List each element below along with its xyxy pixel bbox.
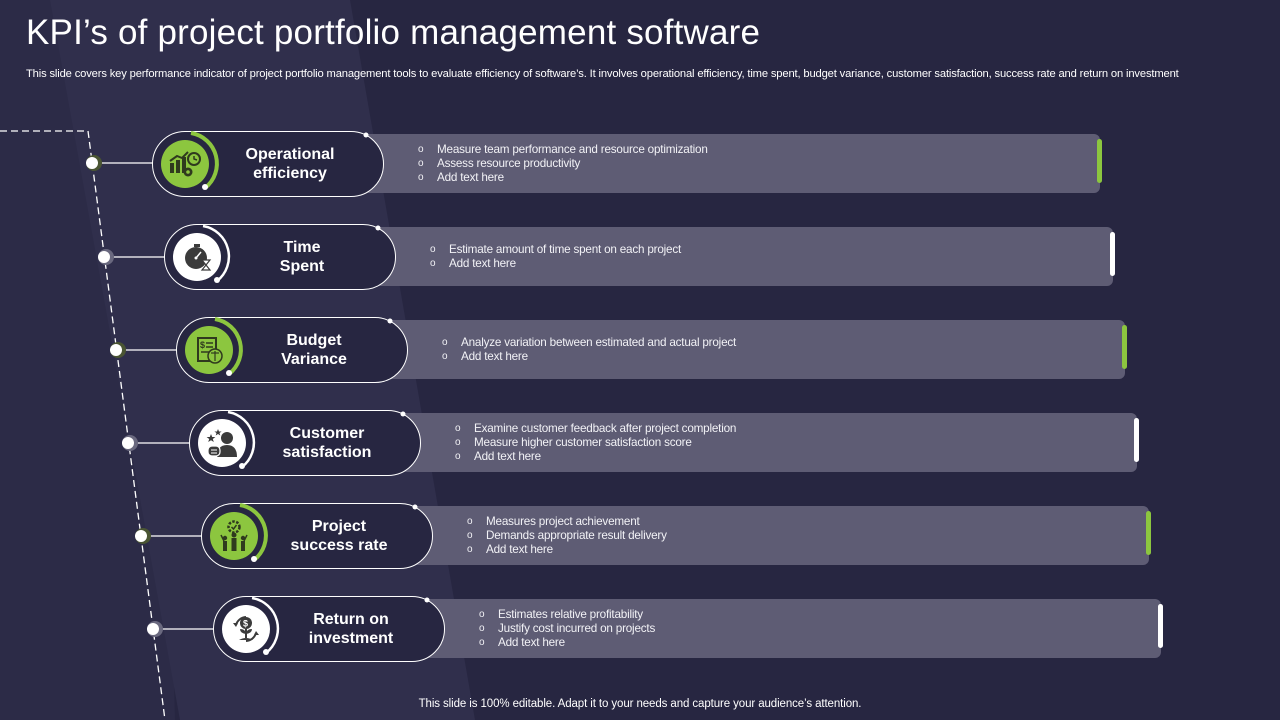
- kpi-row-operational-efficiency: Measure team performance and resource op…: [152, 131, 1102, 197]
- kpi-point: Add text here: [467, 543, 667, 557]
- page-subtitle: This slide covers key performance indica…: [26, 68, 1179, 80]
- accent-mark: [1122, 325, 1127, 369]
- footer-note: This slide is 100% editable. Adapt it to…: [418, 698, 862, 710]
- kpi-point: Measure higher customer satisfaction sco…: [455, 436, 736, 450]
- kpi-point: Estimate amount of time spent on each pr…: [430, 243, 681, 257]
- kpi-row-budget-variance: Analyze variation between estimated and …: [176, 317, 1128, 383]
- kpi-points: Measure team performance and resource op…: [418, 143, 708, 185]
- kpi-point: Examine customer feedback after project …: [455, 422, 736, 436]
- kpi-point: Estimates relative profitability: [479, 608, 655, 622]
- svg-text:$: $: [243, 619, 248, 629]
- kpi-point: Analyze variation between estimated and …: [442, 336, 736, 350]
- kpi-point: Assess resource productivity: [418, 157, 708, 171]
- kpi-label: Project success rate: [290, 518, 388, 554]
- kpi-row-return-on-investment: Estimates relative profitability Justify…: [213, 596, 1165, 662]
- kpi-label: Customer satisfaction: [282, 425, 372, 461]
- kpi-description-bar: Examine customer feedback after project …: [389, 413, 1137, 472]
- page-title: KPI’s of project portfolio management so…: [26, 13, 761, 52]
- customer-rating-icon: [198, 419, 246, 467]
- kpi-description-bar: Measure team performance and resource op…: [352, 134, 1100, 193]
- kpi-points: Measures project achievement Demands app…: [467, 515, 667, 557]
- kpi-description-bar: Estimates relative profitability Justify…: [413, 599, 1161, 658]
- kpi-description-bar: Analyze variation between estimated and …: [376, 320, 1125, 379]
- accent-mark: [1158, 604, 1163, 648]
- growth-chart-gear-clock-icon: [161, 140, 209, 188]
- kpi-label: Time Spent: [279, 239, 325, 275]
- accent-mark: [1146, 511, 1151, 555]
- kpi-label: Budget Variance: [281, 332, 347, 368]
- kpi-point: Add text here: [479, 636, 655, 650]
- kpi-point: Add text here: [418, 171, 708, 185]
- kpi-row-project-success-rate: Measures project achievement Demands app…: [201, 503, 1153, 569]
- kpi-label: Return on investment: [308, 611, 394, 647]
- accent-mark: [1110, 232, 1115, 276]
- kpi-point: Justify cost incurred on projects: [479, 622, 655, 636]
- kpi-points: Estimates relative profitability Justify…: [479, 608, 655, 650]
- accent-mark: [1134, 418, 1139, 462]
- kpi-points: Examine customer feedback after project …: [455, 422, 736, 464]
- kpi-points: Estimate amount of time spent on each pr…: [430, 243, 681, 271]
- kpi-points: Analyze variation between estimated and …: [442, 336, 736, 364]
- kpi-row-time-spent: Estimate amount of time spent on each pr…: [164, 224, 1116, 290]
- kpi-label: Operational efficiency: [245, 146, 335, 182]
- kpi-row-customer-satisfaction: Examine customer feedback after project …: [189, 410, 1141, 476]
- stopwatch-hourglass-icon: [173, 233, 221, 281]
- kpi-point: Measure team performance and resource op…: [418, 143, 708, 157]
- kpi-point: Add text here: [430, 257, 681, 271]
- accent-mark: [1097, 139, 1102, 183]
- kpi-description-bar: Estimate amount of time spent on each pr…: [364, 227, 1113, 286]
- team-success-gear-icon: [210, 512, 258, 560]
- kpi-point: Add text here: [442, 350, 736, 364]
- kpi-point: Measures project achievement: [467, 515, 667, 529]
- kpi-point: Add text here: [455, 450, 736, 464]
- kpi-point: Demands appropriate result delivery: [467, 529, 667, 543]
- kpi-description-bar: Measures project achievement Demands app…: [401, 506, 1149, 565]
- investment-growth-cycle-icon: $: [222, 605, 270, 653]
- budget-document-scale-icon: $: [185, 326, 233, 374]
- svg-text:$: $: [200, 340, 205, 350]
